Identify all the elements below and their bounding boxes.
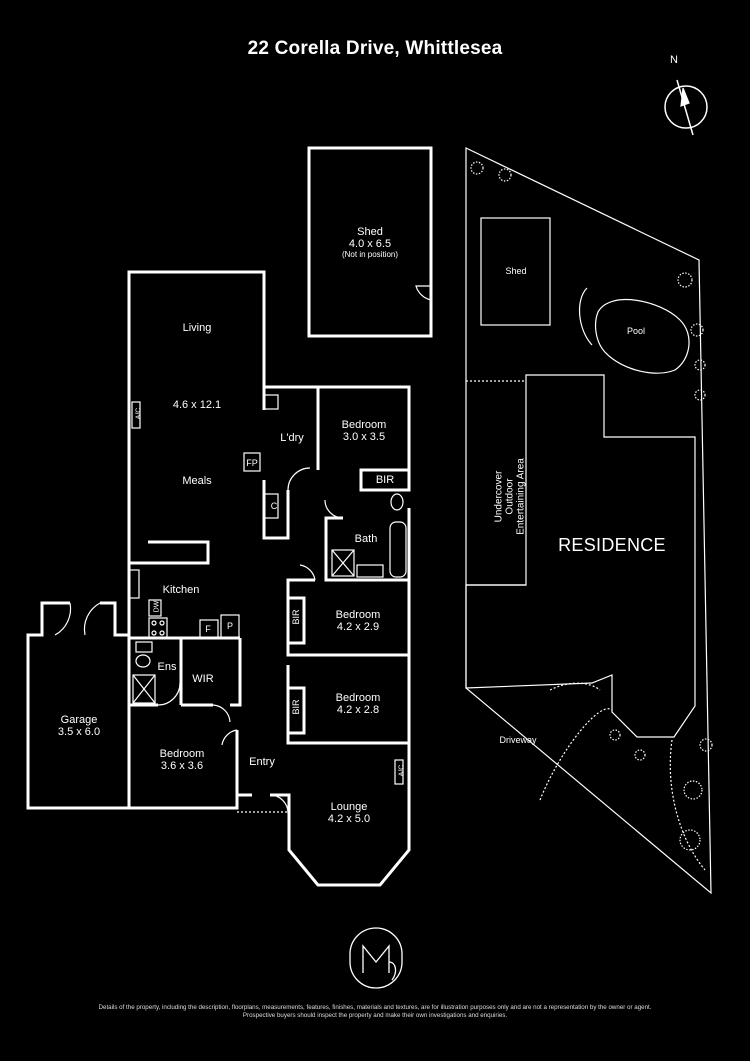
fixture-ac-1: A/C [135,407,143,420]
fixture-ac-2: A/C [398,764,406,777]
fixture-p: P [226,621,234,631]
north-arrow-icon: N [670,54,678,66]
laundry-walls [264,385,320,410]
mg-monogram-icon [349,927,403,989]
room-living-dim: 4.6 x 12.1 [172,399,222,411]
page-title: 22 Corella Drive, Whittlesea [247,38,503,59]
lounge-walls [270,743,411,887]
site-shed [480,217,551,326]
fixture-c: C [270,501,278,511]
fixture-dw: DW [153,600,161,613]
site-boundary [465,147,712,895]
site-outdoor-label: Undercover Outdoor Entertaining Area [493,458,527,535]
fixture-f: F [205,624,211,634]
room-wir: WIR [192,673,214,685]
site-driveway-label: Driveway [499,735,537,745]
fixture-fp: FP [246,458,258,468]
room-laundry: L'dry [280,432,304,444]
room-bir-1: BIR [375,474,395,486]
wir-walls [230,638,242,707]
room-living: Living [182,322,212,334]
garage-walls [26,601,129,810]
room-bir-2: BIR [291,609,301,625]
room-ensuite: Ens [157,661,177,673]
site-residence-label: RESIDENCE [558,535,666,555]
room-kitchen: Kitchen [162,584,200,596]
site-shed-label: Shed [505,266,527,276]
room-meals: Meals [182,475,212,487]
site-residence [465,374,696,738]
kitchen-wall [129,540,210,565]
living-walls [127,270,266,808]
room-entry: Entry [249,756,275,768]
room-bir-3: BIR [291,699,301,715]
disclaimer: Details of the property, including the d… [98,1004,652,1019]
bath-walls [324,508,411,582]
room-bath: Bath [354,533,378,545]
site-pool-label: Pool [626,326,646,336]
site-pool [594,299,690,374]
